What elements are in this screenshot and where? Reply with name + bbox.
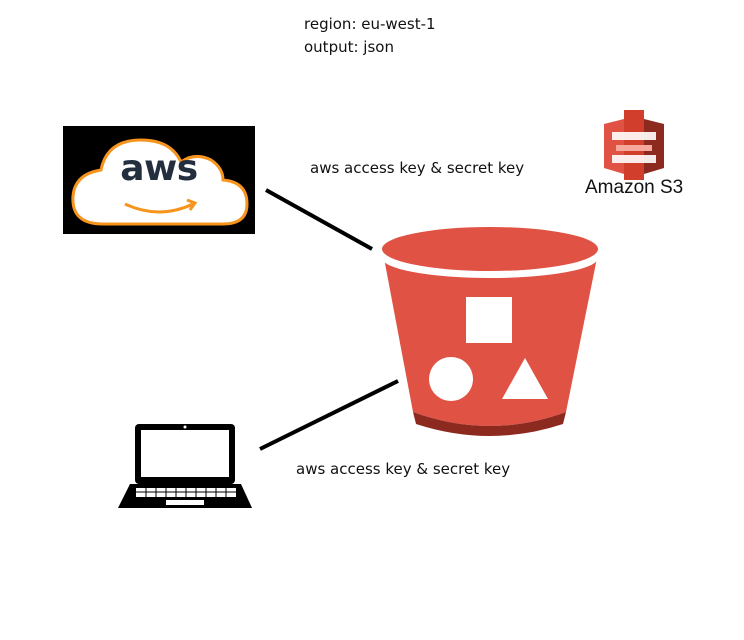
laptop-icon (118, 424, 252, 508)
cloud-icon (71, 138, 249, 226)
edge-cloud-to-bucket (265, 188, 373, 251)
edge-label-laptop-to-bucket: aws access key & secret key (296, 460, 511, 478)
amazon-s3-label: Amazon S3 (585, 177, 684, 198)
triangle-icon (502, 358, 548, 399)
s3-bucket-icon (382, 227, 598, 436)
circle-icon (429, 357, 473, 401)
region-config-text: region: eu-west-1 (304, 15, 436, 33)
edge-laptop-to-bucket (259, 379, 399, 451)
amazon-s3-logo-icon (604, 110, 664, 180)
aws-label: aws (120, 148, 198, 189)
output-config-text: output: json (304, 38, 394, 56)
aws-cloud-logo: aws (63, 126, 255, 234)
edge-label-cloud-to-bucket: aws access key & secret key (310, 159, 525, 177)
square-icon (466, 297, 512, 343)
